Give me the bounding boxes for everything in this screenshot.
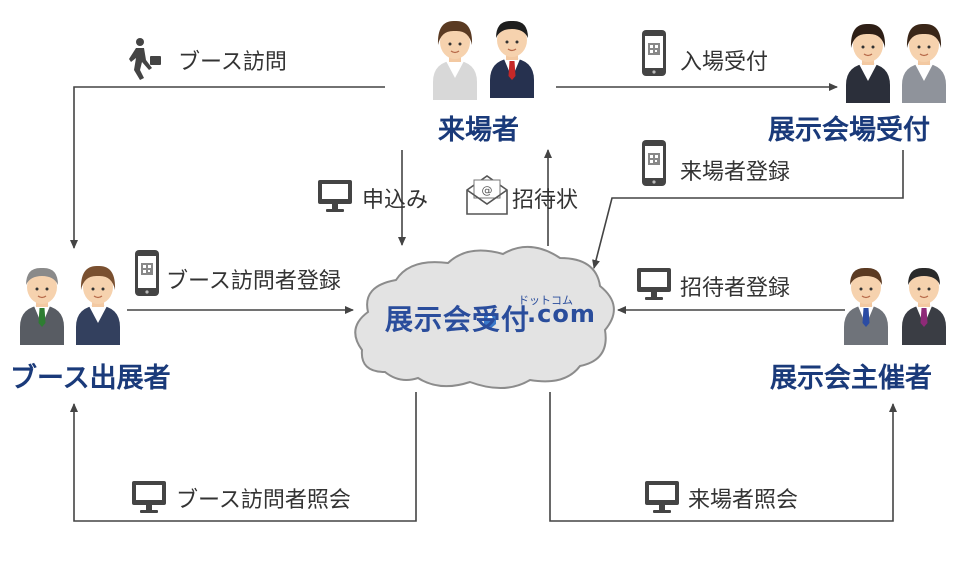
logo-suffix: .com [527,300,596,328]
role-organizer: 展示会主催者 [770,363,932,394]
organizer-group [843,267,947,346]
arrow-visitor-inquiry [549,392,897,522]
label-entry-reception: 入場受付 [680,50,769,75]
arrow-visitor-registration [592,150,904,269]
label-visitor-registration: 来場者登録 [680,160,791,185]
label-booth-visitor-inquiry: ブース訪問者照会 [176,488,351,513]
logo-text: 展示会受付 [385,303,531,336]
logo-subtext: ドットコム [518,294,573,307]
reception-group [845,23,947,104]
monitor-icon-invitee [637,268,671,300]
label-invitation: 招待状 [512,188,579,213]
phone-icon-booth-registration [135,250,159,296]
monitor-icon-booth-inquiry [132,481,166,513]
email-icon: @ [466,175,508,215]
phone-icon-visitor-registration [642,140,666,186]
role-exhibitor: ブース出展者 [10,363,171,394]
monitor-icon-application [318,180,352,212]
label-invitee-registration: 招待者登録 [680,276,791,301]
arrow-booth-inquiry [70,392,417,522]
label-application: 申込み [362,188,429,213]
visitor-group [432,20,535,101]
label-booth-visit: ブース訪問 [178,50,287,75]
role-reception: 展示会場受付 [768,115,930,146]
label-booth-visitor-registration: ブース訪問者登録 [166,269,341,294]
walking-person-icon [129,38,161,80]
label-visitor-inquiry: 来場者照会 [688,488,799,513]
arrow-visit-to-exhibitor [70,86,385,249]
svg-text:@: @ [482,184,493,197]
logo-mark [484,313,496,329]
exhibitor-group [19,265,121,346]
role-visitor: 来場者 [438,115,519,146]
monitor-icon-visitor-inquiry [645,481,679,513]
phone-icon-entry [642,30,666,76]
connectors [70,83,904,522]
